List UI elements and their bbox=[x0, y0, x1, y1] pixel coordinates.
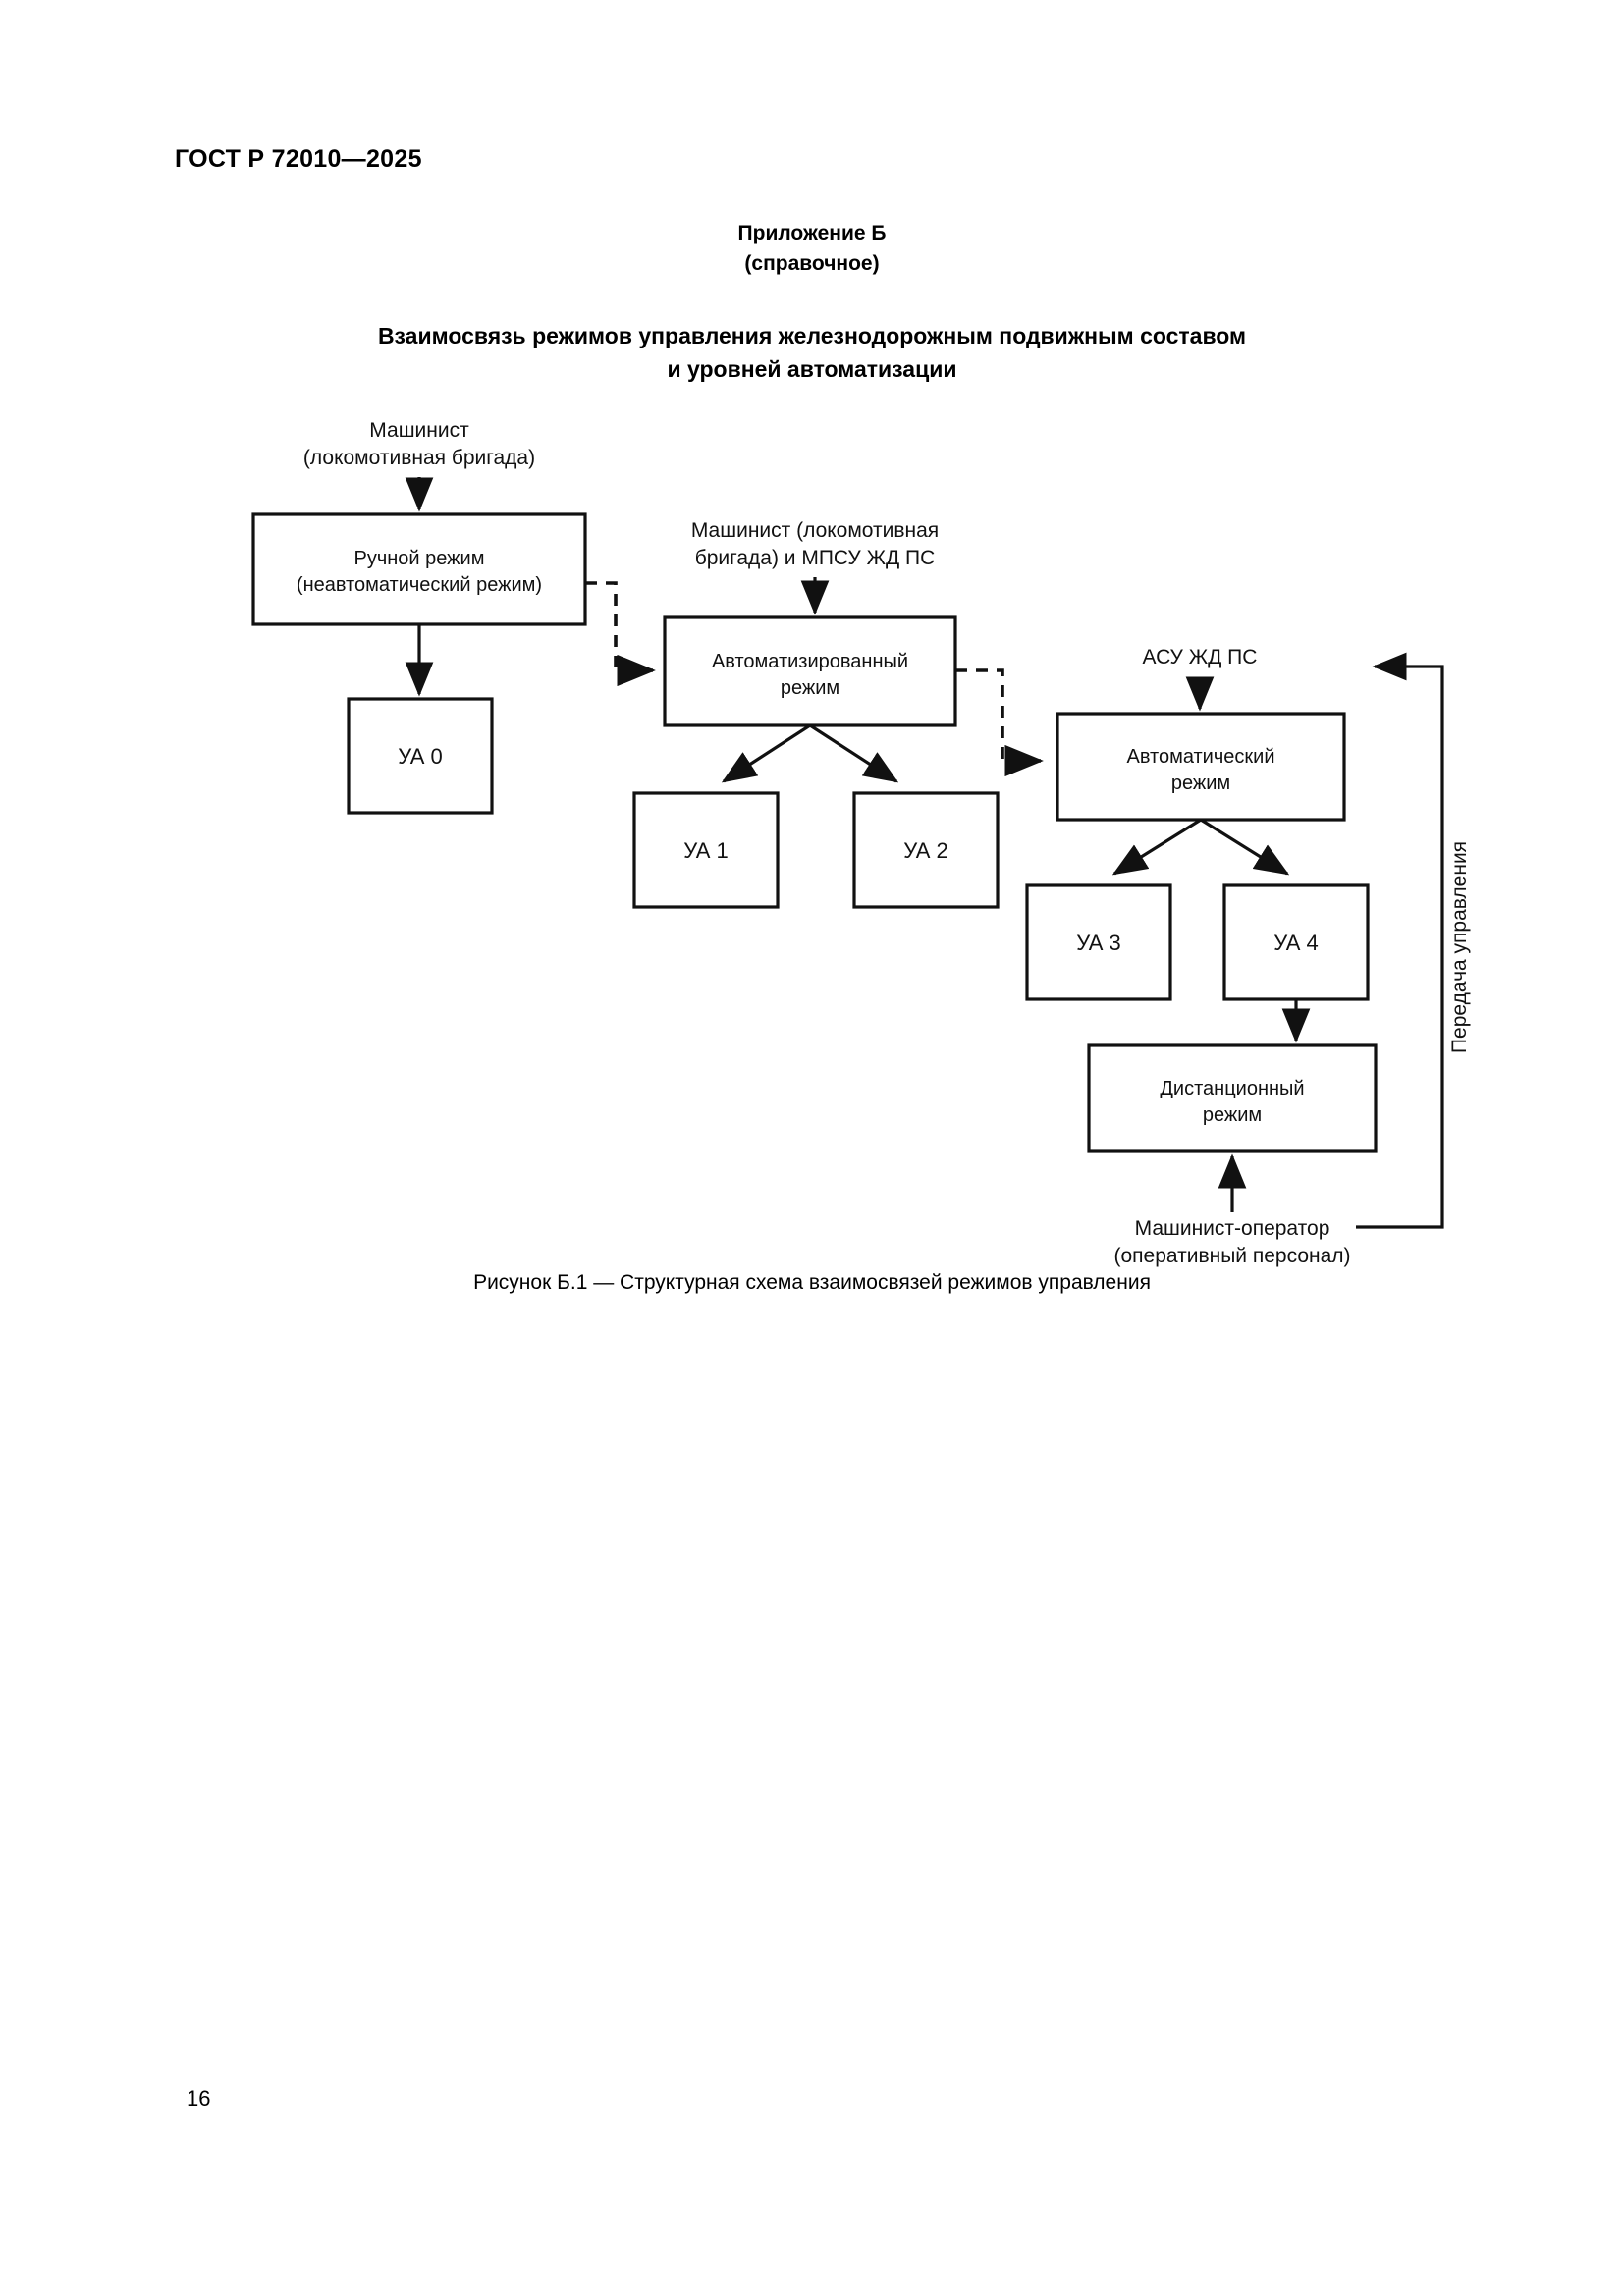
annex-name: Приложение Б bbox=[737, 222, 887, 244]
node-ua0: УА 0 bbox=[347, 697, 494, 815]
page-number: 16 bbox=[187, 2086, 211, 2110]
node-automated-mode-line-2: режим bbox=[781, 677, 839, 699]
node-ua4-rect bbox=[1222, 883, 1370, 1001]
label-driver-operator-line-1: Машинист-оператор bbox=[1135, 1217, 1330, 1240]
connector-control-handover-loop bbox=[1356, 652, 1444, 1229]
figure-b1: Машинист (локомотивная бригада) Ручной р… bbox=[251, 419, 1471, 1294]
label-driver-line-2: (локомотивная бригада) bbox=[303, 447, 535, 469]
running-header-standard-id: ГОСТ Р 72010—2025 bbox=[175, 145, 422, 173]
node-ua2: УА 2 bbox=[852, 791, 1000, 909]
node-automated-mode: Автоматизированный режим bbox=[663, 615, 957, 727]
node-manual-mode-line-1: Ручной режим bbox=[354, 548, 485, 569]
label-driver-line-1: Машинист bbox=[369, 419, 469, 442]
node-remote-mode-line-2: режим bbox=[1203, 1104, 1262, 1126]
label-driver-and-mpsu-line-1: Машинист (локомотивная bbox=[691, 519, 939, 542]
node-manual-mode: Ручной режим (неавтоматический режим) bbox=[251, 512, 587, 626]
connector-manual-mode-to-automated-mode bbox=[585, 581, 656, 687]
node-ua1-label: УА 1 bbox=[683, 838, 729, 863]
label-control-handover: Передача управления bbox=[1448, 841, 1471, 1053]
page-title-line-1: Взаимосвязь режимов управления железнодо… bbox=[377, 323, 1247, 348]
connector-automated-mode-to-automatic-mode bbox=[955, 668, 1044, 777]
node-manual-mode-rect bbox=[251, 512, 587, 626]
page-title-line-2: и уровней автоматизации bbox=[667, 356, 957, 382]
label-asu: АСУ ЖД ПС bbox=[1143, 646, 1258, 668]
node-remote-mode-line-1: Дистанционный bbox=[1160, 1078, 1304, 1099]
node-automatic-mode: Автоматический режим bbox=[1056, 712, 1346, 822]
node-ua3-label: УА 3 bbox=[1076, 931, 1121, 955]
label-driver-operator-line-2: (оперативный персонал) bbox=[1113, 1245, 1350, 1267]
connector-automated-mode-to-ua1 bbox=[721, 723, 811, 783]
node-ua4: УА 4 bbox=[1222, 883, 1370, 1001]
node-automatic-mode-line-1: Автоматический bbox=[1127, 746, 1275, 768]
node-ua1-rect bbox=[632, 791, 780, 909]
connector-automatic-mode-to-ua4 bbox=[1200, 818, 1290, 876]
node-remote-mode-rect bbox=[1087, 1043, 1378, 1153]
node-ua2-rect bbox=[852, 791, 1000, 909]
node-ua0-label: УА 0 bbox=[398, 744, 443, 769]
label-driver-and-mpsu: Машинист (локомотивная бригада) и МПСУ Ж… bbox=[691, 519, 939, 569]
node-ua1: УА 1 bbox=[632, 791, 780, 909]
node-automatic-mode-line-2: режим bbox=[1171, 773, 1230, 794]
annex-heading: Приложение Б (справочное) bbox=[0, 218, 1624, 279]
label-driver: Машинист (локомотивная бригада) bbox=[303, 419, 535, 469]
annex-kind: (справочное) bbox=[744, 252, 880, 275]
node-ua2-label: УА 2 bbox=[903, 838, 948, 863]
node-ua0-rect bbox=[347, 697, 494, 815]
node-manual-mode-line-2: (неавтоматический режим) bbox=[297, 574, 542, 596]
node-ua4-label: УА 4 bbox=[1273, 931, 1319, 955]
connector-automatic-mode-to-ua3 bbox=[1111, 818, 1202, 876]
node-ua3-rect bbox=[1025, 883, 1172, 1001]
connector-automated-mode-to-ua2 bbox=[809, 723, 899, 783]
label-driver-operator: Машинист-оператор (оперативный персонал) bbox=[1113, 1217, 1350, 1267]
label-driver-and-mpsu-line-2: бригада) и МПСУ ЖД ПС bbox=[695, 547, 936, 569]
figure-caption: Рисунок Б.1 — Структурная схема взаимосв… bbox=[473, 1271, 1151, 1294]
node-automated-mode-line-1: Автоматизированный bbox=[712, 651, 908, 672]
node-remote-mode: Дистанционный режим bbox=[1087, 1043, 1378, 1153]
node-ua3: УА 3 bbox=[1025, 883, 1172, 1001]
page-title: Взаимосвязь режимов управления железнодо… bbox=[0, 319, 1624, 386]
